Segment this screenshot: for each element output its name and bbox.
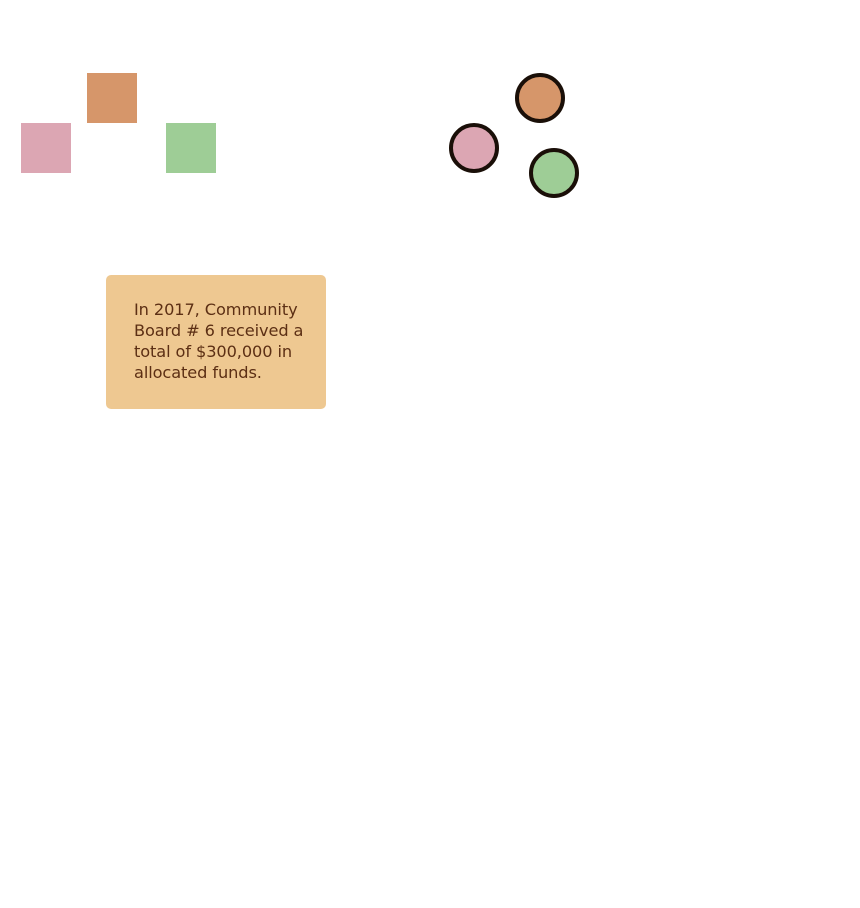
green-circle[interactable] [529, 148, 579, 198]
orange-circle[interactable] [515, 73, 565, 123]
orange-square[interactable] [87, 73, 137, 123]
info-note: In 2017, Community Board # 6 received a … [106, 275, 326, 409]
pink-circle[interactable] [449, 123, 499, 173]
note-text: In 2017, Community Board # 6 received a … [134, 300, 304, 382]
green-square[interactable] [166, 123, 216, 173]
pink-square[interactable] [21, 123, 71, 173]
